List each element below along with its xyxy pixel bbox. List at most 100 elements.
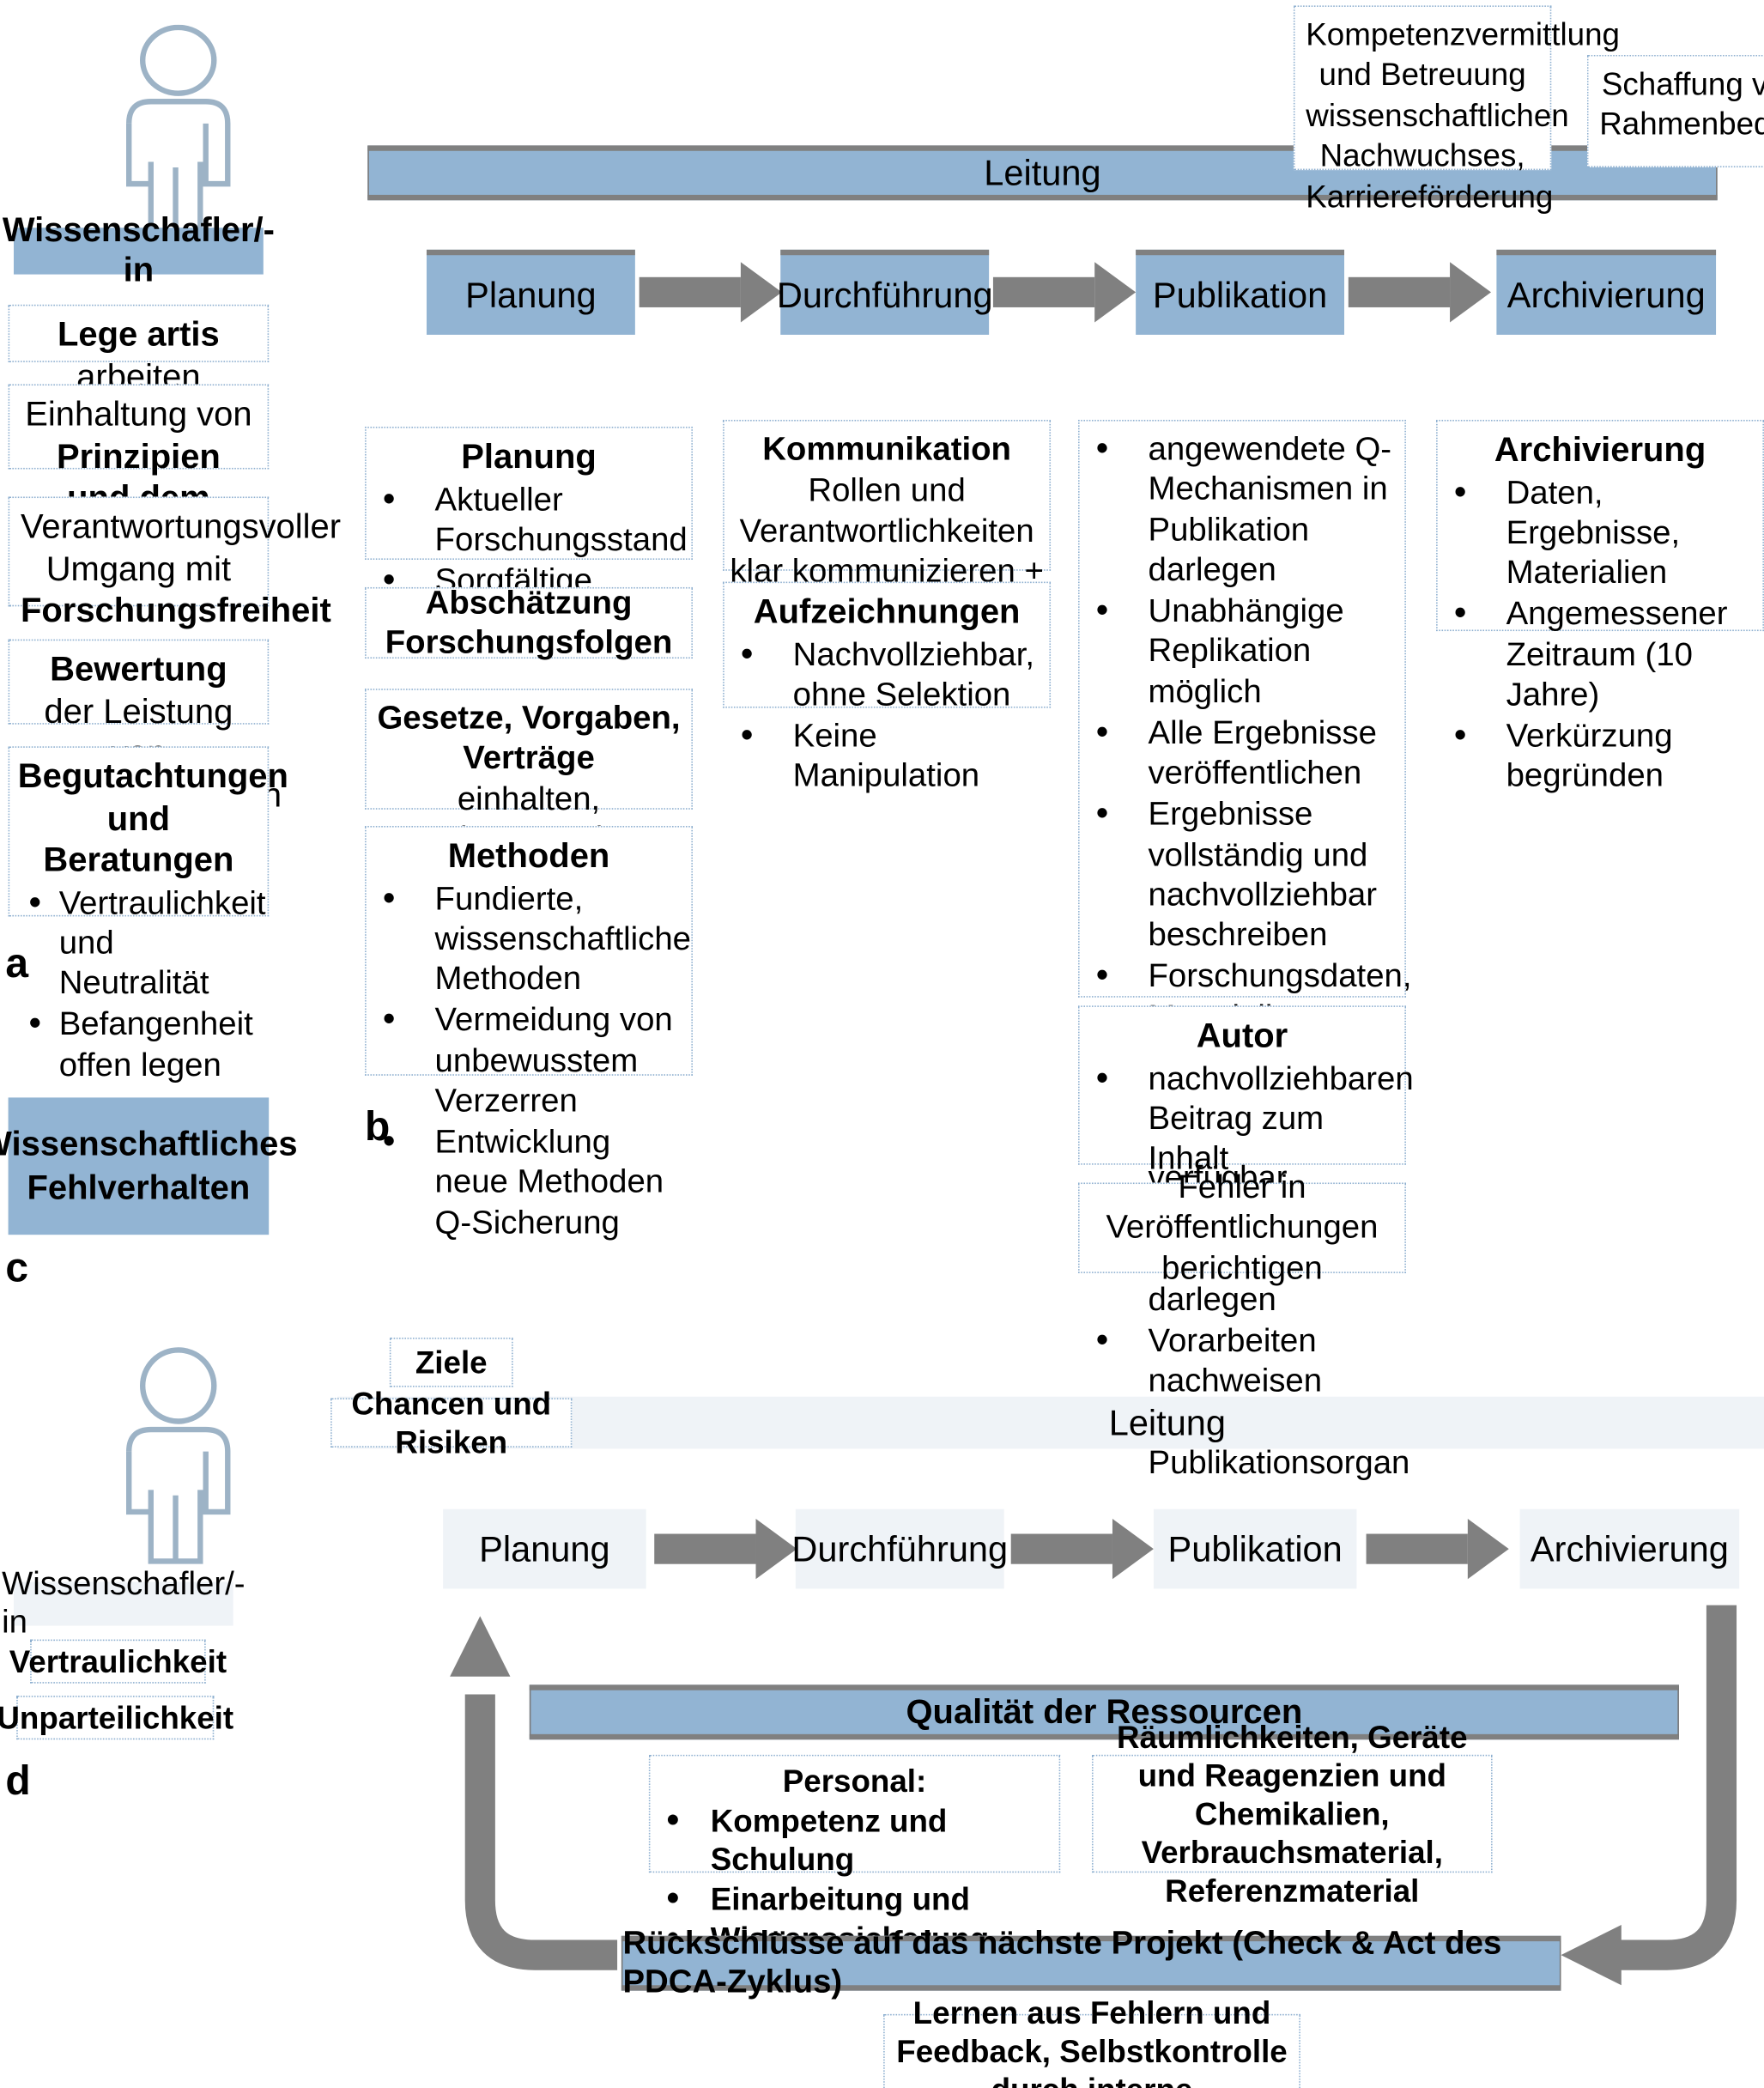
step-label: Archivierung [1530, 1527, 1729, 1569]
process-step-archivierung-e: Archivierung [1519, 1508, 1740, 1589]
d-box-vertraulichkeit: Vertraulichkeit [9, 1639, 227, 1684]
person-icon-d [82, 1344, 275, 1564]
box-title: Planung [461, 437, 597, 476]
leitung-bar-b: Leitung [367, 145, 1718, 201]
step-label: Planung [479, 1527, 610, 1569]
flow-arrow-2-e [1010, 1518, 1154, 1580]
b-col1-gesetze-box: Gesetze, Vorgaben, Verträge einhalten, D… [365, 689, 693, 897]
step-label: Durchführung [791, 1527, 1009, 1569]
ff-line3: Forschungsfreiheit [20, 591, 331, 630]
process-step-durchfuehrung-e: Durchführung [791, 1508, 1008, 1589]
step-label: Archivierung [1506, 273, 1706, 315]
process-step-durchfuehrung-b: Durchführung [777, 249, 993, 335]
box-title: Personal: [782, 1763, 927, 1799]
b-col1-planung-box: Planung Aktueller Forschungsstand Sorgfä… [365, 426, 693, 640]
bewertung-bold: Bewertung [50, 650, 227, 689]
b-col4-archivierung-box: Archivierung Daten, Ergebnisse, Material… [1436, 419, 1764, 795]
e-box-lernen: Lernen aus Fehlern und Feedback, Selbstk… [883, 1994, 1300, 2088]
leitung-label: Leitung [984, 151, 1101, 193]
list-item: Ergebnisse vollständig und nachvollziehb… [1085, 792, 1399, 956]
process-step-publikation-e: Publikation [1153, 1508, 1357, 1589]
flow-arrow-3-e [1366, 1518, 1509, 1580]
d-box-unparteilichkeit: Unparteilichkeit [0, 1696, 233, 1740]
list-item: Vertraulichkeit und Neutralität [18, 880, 266, 1003]
flow-arrow-2-b [992, 262, 1137, 323]
process-step-archivierung-b: Archivierung [1496, 249, 1717, 335]
prinzipien-bold: Prinzipien [56, 436, 221, 476]
flow-arrow-1-b [639, 262, 782, 323]
lege-artis-bold: Lege artis [58, 315, 220, 355]
quality-resources-bar: Qualität der Ressourcen [529, 1684, 1679, 1740]
feedback-label: Rückschlüsse auf das nächste Projekt (Ch… [622, 1924, 1502, 2000]
quality-label: Qualität der Ressourcen [906, 1692, 1303, 1731]
b-col1-methoden-box: Methoden Fundierte, wissenschaftliche Me… [365, 825, 693, 1241]
bullet-list: angewendete Q-Mechanismen in Publikation… [1085, 427, 1412, 1483]
gesetze-line1: Gesetze, Vorgaben, Verträge [377, 699, 681, 777]
b-col3-publikation-box: angewendete Q-Mechanismen in Publikation… [1078, 419, 1412, 1481]
panel-letter-d: d [5, 1758, 31, 1805]
box-label: Vertraulichkeit [9, 1643, 227, 1679]
flow-arrow-3-b [1348, 262, 1492, 323]
list-item: Nachvollziehbar, ohne Selektion [730, 632, 1044, 715]
step-label: Publikation [1152, 273, 1328, 315]
principle-box-prinzipien: Einhaltung von Prinzipien und dem Berufs… [8, 384, 270, 559]
role-label: Wissenschafler/-in [2, 211, 275, 290]
pdca-loop-arrows [450, 1605, 1737, 1986]
begutachtungen-title: Begutachtungen und Beratungen [17, 757, 288, 880]
bullet-list: Fundierte, wissenschaftliche Methoden Ve… [372, 876, 691, 1243]
list-item: Keine Manipulation [730, 713, 1044, 797]
ff-line2: Umgang mit [45, 549, 232, 588]
box-title: Archivierung [1494, 430, 1706, 470]
leitung-label: Leitung [1108, 1401, 1227, 1443]
e-box-personal: Personal: Kompetenz und Schulung Einarbe… [648, 1754, 1061, 1960]
step-label: Planung [465, 273, 597, 315]
bewertung-plain: der Leistung [44, 692, 233, 731]
e-box-chancen-risiken: Chancen und Risiken [330, 1386, 573, 1460]
list-item: Aktueller Forschungsstand [372, 476, 688, 560]
b-col2-kommunikation-box: Kommunikation Rollen und Verantwortlichk… [723, 419, 1052, 670]
panel-letter-a: a [5, 941, 29, 986]
box-body: Lernen aus Fehlern und Feedback, Selbstk… [896, 1994, 1288, 2088]
panel-letter-c: c [5, 1245, 29, 1291]
list-item: Einarbeitung und [656, 1877, 1053, 1921]
callout-rahmenbedingungen: Schaffung von Rahmenbedingungen [1586, 54, 1764, 167]
box-title: Autor [1196, 1017, 1288, 1055]
flow-arrow-1-e [654, 1518, 797, 1580]
b-col3-fehler-box: Fehler in Veröffentlichungen berichtigen [1078, 1169, 1406, 1286]
process-step-publikation-b: Publikation [1136, 249, 1345, 335]
feedback-bar: Rückschlüsse auf das nächste Projekt (Ch… [621, 1925, 1561, 2000]
list-item: Angemessener Zeitraum (10 Jahre) [1443, 592, 1757, 714]
callout-text: Schaffung von Rahmenbedingungen [1599, 65, 1764, 143]
person-icon-a [82, 24, 275, 245]
box-title: Aufzeichnungen [753, 592, 1021, 632]
bullet-list: Nachvollziehbar, ohne Selektion Keine Ma… [730, 632, 1044, 797]
misconduct-label: Wissenschaftliches Fehlverhalten [0, 1124, 298, 1208]
list-item: Vermeidung von unbewusstem Verzerren [372, 998, 686, 1120]
box-label: Chancen und Risiken [351, 1385, 552, 1460]
box-label: Ziele [415, 1344, 488, 1381]
step-label: Publikation [1167, 1527, 1343, 1569]
list-item: Befangenheit offen legen [18, 1002, 259, 1085]
callout-text: Kompetenzvermittlung und Betreuung wisse… [1306, 16, 1620, 214]
step-label: Durchführung [776, 273, 993, 315]
begutachtungen-list: Vertraulichkeit und Neutralität Befangen… [18, 880, 266, 1085]
leitung-bar-e: Leitung [337, 1396, 1764, 1449]
b-col3-autor-box: Autor nachvollziehbaren Beitrag zum Inha… [1078, 1005, 1414, 1263]
list-item: Verkürzung begründen [1443, 713, 1757, 797]
b-col2-aufzeichnungen-box: Aufzeichnungen Nachvollziehbar, ohne Sel… [723, 581, 1052, 795]
principle-box-lege-artis: Lege artis arbeiten [8, 304, 270, 396]
principle-box-begutachtungen: Begutachtungen und Beratungen Vertraulic… [8, 746, 288, 1083]
box-title: Fehler in Veröffentlichungen berichtigen [1106, 1168, 1379, 1287]
e-box-raeumlichkeiten: Räumlichkeiten, Geräte und Reagenzien un… [1091, 1719, 1493, 1909]
box-label: Unparteilichkeit [0, 1699, 234, 1736]
box-body: Räumlichkeiten, Geräte und Reagenzien un… [1117, 1719, 1468, 1909]
list-item: Entwicklung neue Methoden Q-Sicherung [372, 1120, 686, 1242]
list-item: Daten, Ergebnisse, Materialien [1443, 470, 1757, 593]
role-label: Wissenschafler/-in [2, 1565, 246, 1642]
misconduct-box: Wissenschaftliches Fehlverhalten [0, 1097, 298, 1235]
list-item: Kompetenz und Schulung [656, 1799, 1053, 1879]
principle-box-bewertung: Bewertung der Leistung von Wissenschaftl… [8, 639, 282, 814]
prinzipien-plain: Einhaltung von [25, 395, 252, 434]
box-title: Abschätzung Forschungsfolgen [385, 584, 673, 662]
